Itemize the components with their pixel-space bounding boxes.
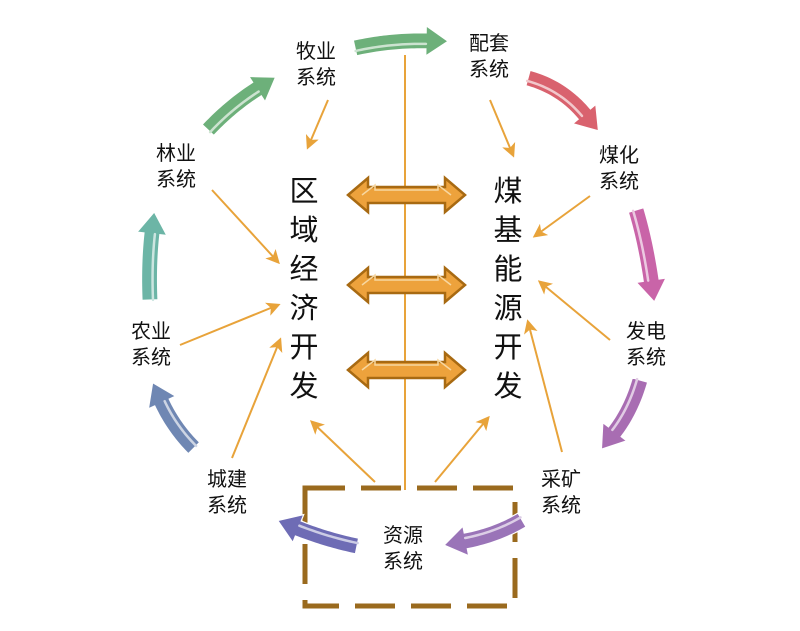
arrow-supporting-to-coal: [489, 99, 516, 158]
center-right-title: 煤基能源开发: [493, 174, 523, 403]
arrow-mining-to-coal: [524, 319, 563, 453]
ring-arrows: [135, 24, 668, 557]
double-arrow-middle: [346, 265, 467, 305]
ring-arrow-resources-to-urban-highlight: [298, 524, 359, 545]
ring-arrow-mining-to-resources: [443, 512, 527, 557]
ring-arrow-supporting-to-coalchem: [525, 69, 600, 132]
node-coal-chemical: 煤化 系统: [599, 143, 639, 193]
arrow-urban-to-regional: [231, 337, 283, 459]
ring-arrow-power-to-mining: [600, 377, 649, 451]
ring-arrow-agriculture-to-forestry-highlight: [151, 232, 157, 302]
arrow-forestry-to-regional: [211, 189, 280, 265]
resources-dashed-box: [302, 485, 518, 609]
ring-arrow-forestry-to-animal-highlight: [208, 90, 260, 134]
double-arrow-bottom: [346, 350, 467, 390]
node-power: 发电 系统: [626, 319, 666, 369]
node-forestry: 林业 系统: [156, 141, 196, 191]
center-left-title: 区域经济开发: [289, 174, 319, 403]
ring-arrow-power-to-mining-highlight: [611, 377, 639, 432]
node-mining: 采矿 系统: [541, 467, 581, 517]
ring-arrow-animal-to-supporting-highlight: [354, 42, 428, 53]
arrow-animal-to-regional: [305, 99, 329, 150]
arrow-agriculture-to-regional: [179, 302, 281, 346]
ring-arrow-resources-to-urban: [276, 513, 360, 555]
ring-arrow-supporting-to-coalchem-highlight: [525, 79, 584, 118]
double-arrow-top: [346, 175, 467, 215]
arrow-power-to-coal: [537, 280, 611, 341]
node-urban-construction: 城建 系统: [207, 467, 247, 517]
ring-arrow-mining-to-resources-highlight: [463, 516, 522, 540]
arrow-resources-to-regional: [309, 420, 376, 483]
node-supporting: 配套 系统: [469, 31, 509, 81]
ring-arrow-coalchem-to-power-highlight: [631, 209, 650, 282]
ring-arrow-urban-to-agriculture-highlight: [163, 399, 198, 448]
node-resources: 资源 系统: [383, 523, 423, 573]
ring-arrow-animal-to-supporting: [352, 24, 450, 58]
arrow-resources-to-coal: [434, 415, 490, 483]
ring-arrow-coalchem-to-power: [627, 206, 668, 304]
node-agriculture: 农业 系统: [131, 319, 171, 369]
node-animal-husbandry: 牧业 系统: [296, 39, 336, 89]
arrow-coalchem-to-coal: [532, 195, 591, 238]
